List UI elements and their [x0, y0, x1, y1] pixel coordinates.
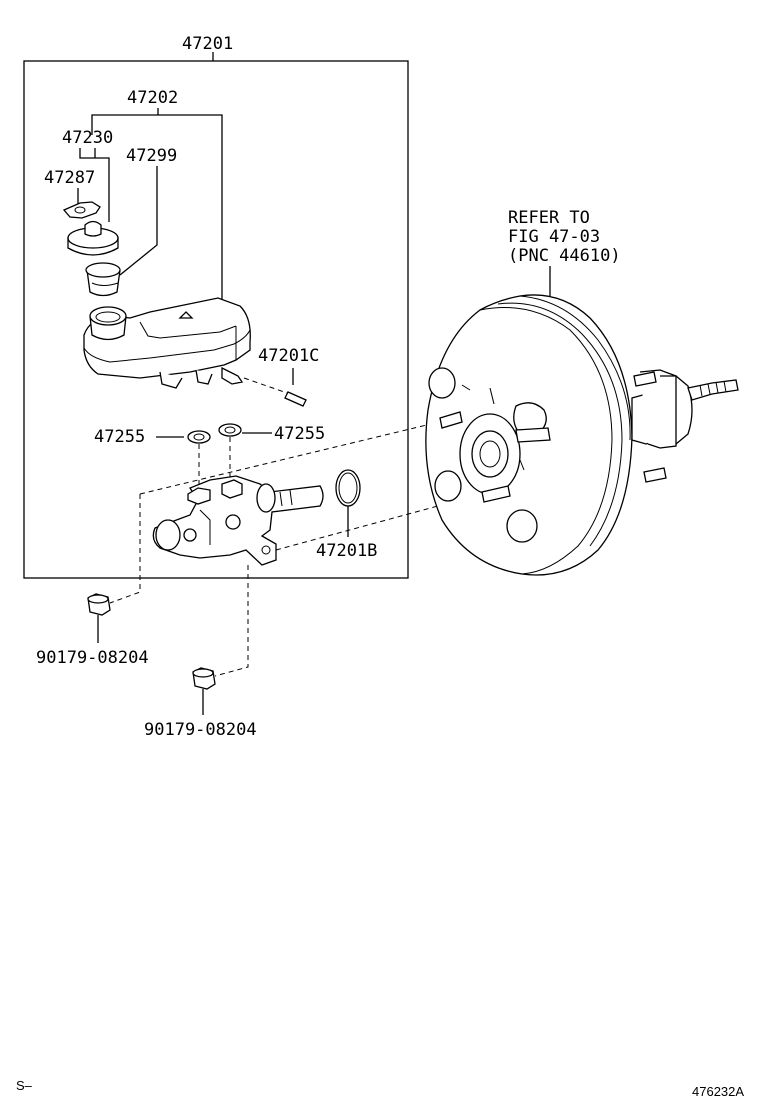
figure-id: 476232A	[692, 1084, 744, 1099]
refer-note-line2: FIG 47-03	[508, 227, 600, 247]
callout-47201c: 47201C	[258, 346, 319, 366]
refer-note-line1: REFER TO	[508, 208, 590, 228]
grommet-right-part	[218, 423, 242, 437]
callout-47230: 47230	[62, 128, 113, 148]
callout-47299: 47299	[126, 146, 177, 166]
grommet-left-part	[187, 430, 211, 444]
nut-lower-part	[192, 667, 216, 690]
o-ring-part	[335, 469, 361, 507]
callout-47287: 47287	[44, 168, 95, 188]
callout-47255-right: 47255	[274, 424, 325, 444]
footer-left-code: S–	[16, 1078, 33, 1093]
strainer-part	[85, 262, 121, 297]
cap-gasket-part	[62, 201, 101, 219]
assembly-box	[23, 60, 409, 579]
brake-booster-part	[425, 294, 739, 576]
callout-90179-lower: 90179-08204	[144, 720, 257, 740]
callout-47202: 47202	[127, 88, 178, 108]
refer-note-line3: (PNC 44610)	[508, 246, 621, 266]
callout-47201b: 47201B	[316, 541, 377, 561]
callout-90179-upper: 90179-08204	[36, 648, 149, 668]
nut-upper-part	[87, 593, 111, 616]
callout-47201: 47201	[182, 34, 233, 54]
callout-47255-left: 47255	[94, 427, 145, 447]
reservoir-part	[83, 297, 251, 389]
reservoir-cap-part	[67, 220, 119, 256]
pin-part	[284, 391, 307, 407]
master-cylinder-part	[152, 475, 324, 566]
